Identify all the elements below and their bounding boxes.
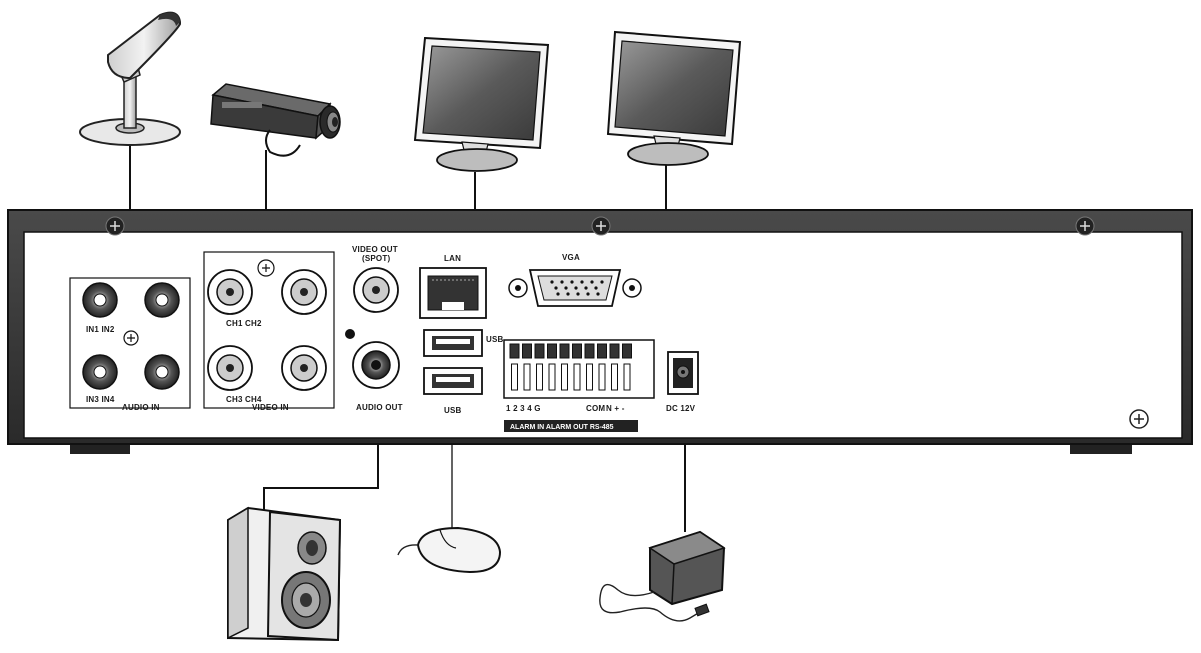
video-out-block: VIDEO OUT (SPOT) AUDIO OUT	[345, 245, 403, 412]
dc-label: DC 12V	[666, 404, 696, 413]
terminal-slot	[561, 363, 568, 391]
alarm-terminal-block: 1 2 3 4 G COM N + - ALARM IN ALARM OUT R…	[503, 339, 655, 432]
terminal-slot	[623, 363, 631, 391]
terminal-screw[interactable]	[534, 343, 545, 359]
terminal-slot	[598, 363, 606, 391]
audio-out-jack[interactable]	[352, 341, 400, 389]
bnc-spot-out[interactable]	[353, 267, 399, 313]
dc-power-jack[interactable]	[667, 351, 699, 395]
speaker-icon	[227, 506, 342, 642]
alarm-in-numbers: 1 2 3 4 G	[506, 404, 541, 413]
audio-in-bottom-label: IN3 IN4	[86, 395, 115, 404]
audio-in-top-label: IN1 IN2	[86, 325, 115, 334]
power-adapter-icon	[599, 530, 726, 622]
video-out-label-1: VIDEO OUT	[352, 245, 398, 254]
audio-in-label: AUDIO IN	[122, 403, 160, 412]
alarm-bar-label: ALARM IN ALARM OUT RS-485	[510, 424, 614, 431]
bnc-ch1[interactable]	[207, 269, 253, 315]
terminal-screw[interactable]	[597, 343, 607, 359]
usb-bottom-label: USB	[444, 406, 462, 415]
terminal-screw[interactable]	[522, 343, 532, 359]
monitor-spot-icon	[413, 36, 550, 172]
terminal-screw[interactable]	[547, 343, 557, 359]
terminal-slot	[548, 363, 556, 391]
video-out-label-2: (SPOT)	[362, 254, 390, 263]
microphone-icon	[79, 11, 181, 146]
lan-usb-block: LAN USB USB	[419, 254, 504, 415]
audio-in-block: IN1 IN2 IN3 IN4 AUDIO IN	[69, 277, 191, 412]
lan-label: LAN	[444, 254, 461, 263]
terminal-screw[interactable]	[572, 343, 582, 359]
vga-block: VGA	[508, 253, 642, 307]
lan-port[interactable]	[419, 267, 487, 319]
usb-port-bottom[interactable]	[423, 367, 483, 395]
chassis-screws	[105, 216, 1149, 429]
terminal-slot	[511, 363, 518, 391]
vga-port[interactable]	[508, 269, 642, 307]
monitor-vga-icon	[606, 30, 742, 166]
terminal-screw[interactable]	[559, 343, 570, 359]
audio-out-label: AUDIO OUT	[356, 403, 403, 412]
alarm-label-bar	[504, 420, 638, 432]
terminal-slot	[586, 363, 593, 391]
terminal-slot	[523, 363, 531, 391]
dc-power-block: DC 12V	[666, 351, 699, 413]
usb-top-label: USB	[486, 335, 504, 344]
terminal-screw[interactable]	[509, 343, 520, 359]
video-in-block: CH1 CH2 CH3 CH4 VIDEO IN	[203, 251, 335, 412]
video-in-bottom-label: CH3 CH4	[226, 395, 262, 404]
terminal-screw[interactable]	[584, 343, 595, 359]
indicator-dot	[345, 329, 355, 339]
dvr-rear-panel: IN1 IN2 IN3 IN4 AUDIO IN	[7, 209, 1193, 454]
alarm-rs485-marks: N + -	[606, 404, 625, 413]
terminal-slot	[536, 363, 543, 391]
bnc-ch3[interactable]	[207, 345, 253, 391]
bnc-ch4[interactable]	[281, 345, 327, 391]
mouse-icon	[397, 526, 502, 574]
camera-icon	[210, 83, 341, 157]
terminal-screw[interactable]	[609, 343, 620, 359]
vga-label: VGA	[562, 253, 580, 262]
terminal-pins	[509, 343, 632, 391]
bnc-ch2[interactable]	[281, 269, 327, 315]
terminal-slot	[611, 363, 618, 391]
terminal-slot	[573, 363, 581, 391]
video-in-top-label: CH1 CH2	[226, 319, 262, 328]
usb-port-top[interactable]	[423, 329, 483, 357]
video-in-label: VIDEO IN	[252, 403, 289, 412]
alarm-com-label: COM	[586, 404, 605, 413]
terminal-screw[interactable]	[622, 343, 632, 359]
